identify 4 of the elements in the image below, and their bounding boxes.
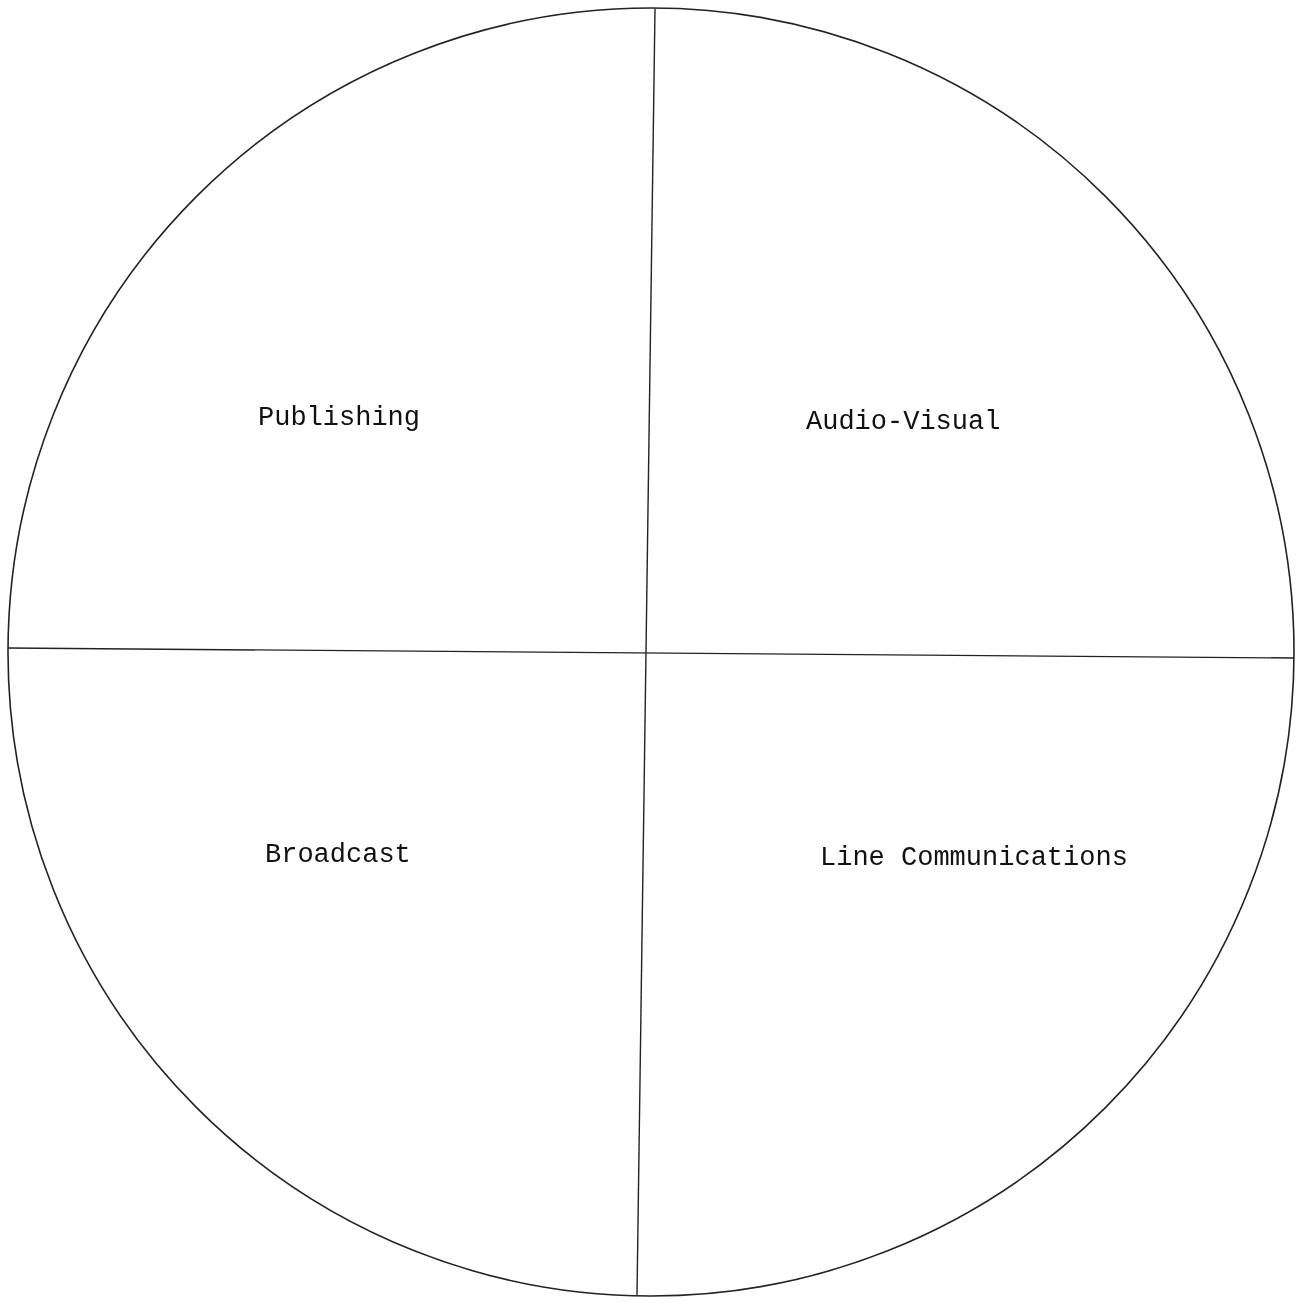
- quadrant-label: Line Communications: [820, 842, 1128, 874]
- quadrant-label: Audio-Visual: [806, 406, 1001, 438]
- quadrant-label: Publishing: [258, 402, 421, 434]
- quadrant-label: Broadcast: [265, 839, 411, 871]
